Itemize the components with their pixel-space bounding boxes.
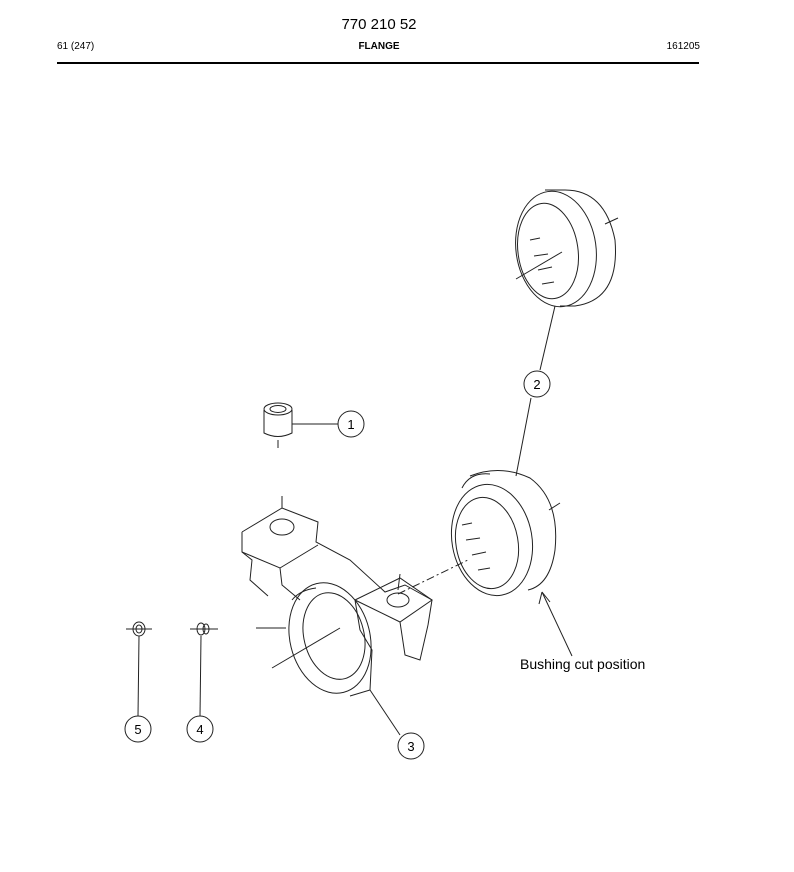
part-number: 770 210 52 [341,16,417,33]
header-divider [57,62,699,64]
grease-nipple [190,622,218,636]
page-number: 61 (247) [57,41,95,52]
callout-2: 2 [523,370,551,398]
flange-housing [241,496,433,697]
svg-text:3: 3 [407,739,414,754]
small-bush [263,402,293,448]
bushing-flanged [450,470,561,597]
plug [126,621,152,637]
callout-4: 4 [186,715,214,743]
leader-lines [137,305,573,736]
svg-text:1: 1 [347,417,354,432]
callout-1: 1 [337,410,365,438]
callout-5: 5 [124,715,152,743]
assembly-axis [397,559,469,595]
bushing-cut-note: Bushing cut position [520,656,646,672]
bushing-upper [515,189,619,308]
document-code: 161205 [666,41,700,52]
callout-3: 3 [397,732,425,760]
page-title: FLANGE [358,41,400,52]
svg-text:2: 2 [533,377,540,392]
svg-text:5: 5 [134,722,141,737]
svg-text:4: 4 [196,722,203,737]
